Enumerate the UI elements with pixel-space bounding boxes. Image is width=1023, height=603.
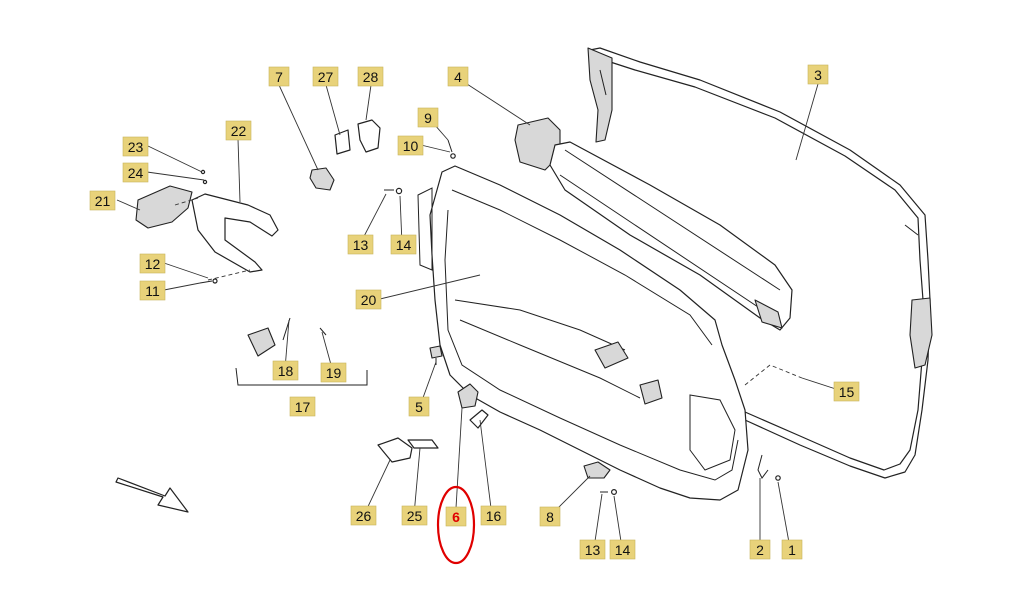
callout-2[interactable]: 2 — [749, 539, 771, 560]
svg-text:11: 11 — [145, 283, 160, 299]
direction-arrow — [115, 477, 189, 513]
svg-text:24: 24 — [128, 165, 144, 181]
svg-text:3: 3 — [814, 67, 822, 83]
callout-19[interactable]: 19 — [320, 362, 347, 383]
callout-15[interactable]: 15 — [833, 381, 860, 402]
callout-16[interactable]: 16 — [480, 505, 507, 526]
callout-13-lower[interactable]: 13 — [579, 539, 606, 560]
callout-5[interactable]: 5 — [408, 396, 430, 417]
callout-18[interactable]: 18 — [272, 360, 299, 381]
svg-text:27: 27 — [318, 69, 334, 85]
callout-20[interactable]: 20 — [355, 289, 382, 310]
callout-8[interactable]: 8 — [539, 506, 561, 527]
callout-7[interactable]: 7 — [268, 66, 290, 87]
svg-text:20: 20 — [361, 292, 377, 308]
callout-12[interactable]: 12 — [139, 253, 166, 274]
svg-text:16: 16 — [486, 508, 502, 524]
svg-text:6: 6 — [452, 509, 460, 525]
highlight-ring — [436, 485, 476, 565]
parts-25-26 — [377, 437, 439, 463]
small-clips-7-27-28 — [309, 119, 381, 191]
svg-text:17: 17 — [295, 399, 311, 415]
svg-text:14: 14 — [396, 237, 412, 253]
callout-27[interactable]: 27 — [312, 66, 339, 87]
svg-text:28: 28 — [363, 69, 379, 85]
svg-text:25: 25 — [407, 508, 423, 524]
svg-text:26: 26 — [356, 508, 372, 524]
callout-3[interactable]: 3 — [807, 64, 829, 85]
svg-text:10: 10 — [403, 138, 419, 154]
svg-text:12: 12 — [145, 256, 161, 272]
door-trim-panel-part — [417, 165, 749, 501]
svg-text:19: 19 — [326, 365, 342, 381]
svg-text:15: 15 — [839, 384, 855, 400]
callout-21[interactable]: 21 — [89, 190, 116, 211]
callout-6[interactable]: 6 — [445, 506, 467, 527]
belt-strip-part — [514, 117, 793, 331]
svg-text:22: 22 — [231, 123, 247, 139]
bracket-group-21-22 — [135, 169, 279, 284]
svg-text:5: 5 — [415, 399, 423, 415]
clip-5-part — [429, 345, 443, 365]
callout-14-upper[interactable]: 14 — [390, 234, 417, 255]
screws-13-14-upper — [384, 187, 403, 195]
svg-text:8: 8 — [546, 509, 554, 525]
svg-text:18: 18 — [278, 363, 294, 379]
svg-text:1: 1 — [788, 542, 796, 558]
part-8-and-screws — [583, 461, 617, 496]
callout-23[interactable]: 23 — [122, 136, 149, 157]
callout-10[interactable]: 10 — [397, 135, 424, 156]
callout-14-lower[interactable]: 14 — [609, 539, 636, 560]
callout-26[interactable]: 26 — [350, 505, 377, 526]
callout-9[interactable]: 9 — [417, 107, 439, 128]
callout-25[interactable]: 25 — [401, 505, 428, 526]
callout-22[interactable]: 22 — [225, 120, 252, 141]
callout-11[interactable]: 11 — [139, 280, 166, 301]
svg-text:14: 14 — [615, 542, 631, 558]
callout-13-upper[interactable]: 13 — [347, 234, 374, 255]
screws-9-10 — [447, 139, 456, 159]
switch-assembly-17 — [235, 317, 368, 386]
cap-16 — [469, 409, 489, 429]
callout-17[interactable]: 17 — [289, 396, 316, 417]
svg-text:7: 7 — [275, 69, 283, 85]
callout-4[interactable]: 4 — [447, 66, 469, 87]
dash-15 — [744, 364, 803, 386]
callout-24[interactable]: 24 — [122, 162, 149, 183]
svg-text:2: 2 — [756, 542, 764, 558]
parts-1-2 — [757, 454, 781, 481]
callout-1[interactable]: 1 — [781, 539, 803, 560]
svg-text:13: 13 — [585, 542, 601, 558]
svg-text:23: 23 — [128, 139, 144, 155]
callout-28[interactable]: 28 — [357, 66, 384, 87]
svg-text:13: 13 — [353, 237, 369, 253]
handle-bezel-6 — [457, 383, 479, 409]
svg-text:9: 9 — [424, 110, 432, 126]
svg-text:4: 4 — [454, 69, 462, 85]
svg-text:21: 21 — [95, 193, 111, 209]
